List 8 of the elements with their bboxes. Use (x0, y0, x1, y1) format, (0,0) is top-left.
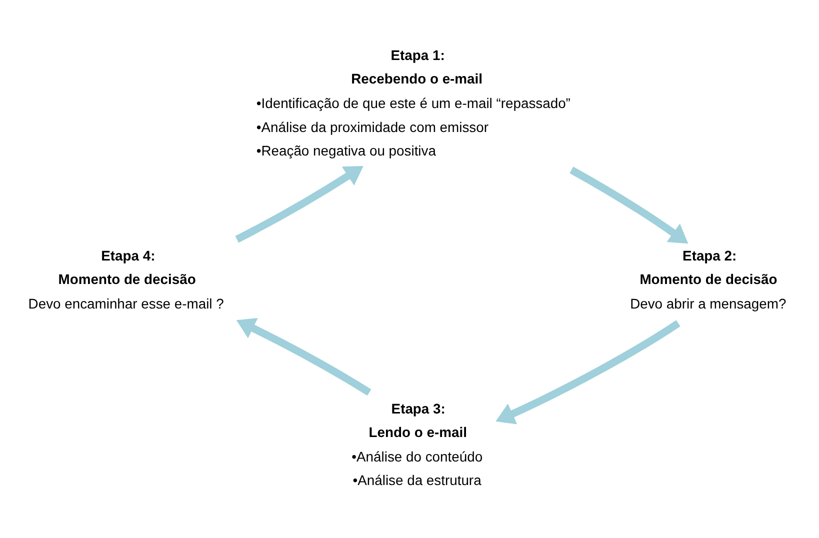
node-text: Etapa 3: Lendo o e-mail •Análise do conteúdo •Análise da estrutura (352, 400, 483, 488)
node-text: Etapa 1: Recebendo o e-mail •Identificação de que este é um e-mail “repassado” •Análise da proximidade com emissor •Reação negativa ou positiva (256, 46, 570, 158)
node-text: Etapa 2: Momento de decisão Devo abrir a mensagem? (630, 246, 786, 311)
arrow (236, 317, 372, 396)
node-text: Etapa 4: Momento de decisão Devo encaminhar esse e-mail ? (28, 246, 224, 311)
arrow (570, 166, 688, 244)
arrow (496, 320, 680, 424)
arrow (235, 166, 364, 242)
